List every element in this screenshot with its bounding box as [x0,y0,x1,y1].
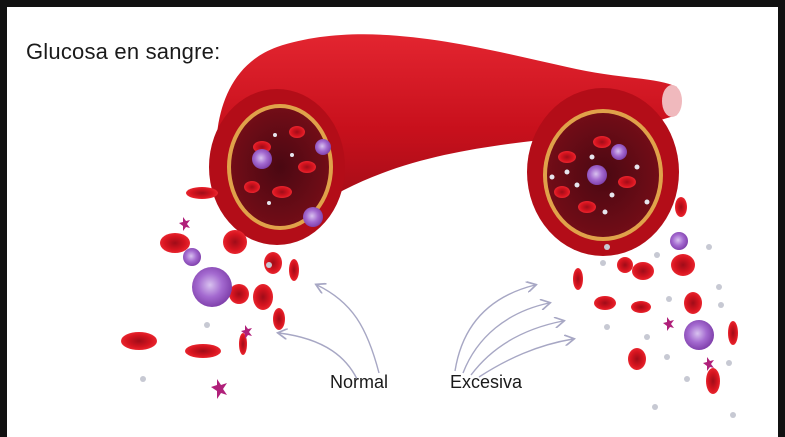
platelet [703,357,714,371]
arrow [470,321,563,376]
platelet [241,325,252,339]
white-blood-cell [684,320,714,350]
white-blood-cell [670,232,688,250]
red-blood-cell [223,230,247,254]
glucose-molecule [644,334,650,340]
white-blood-cell [192,267,232,307]
cross-section-normal [209,89,345,245]
vessel-end-cap [662,85,682,117]
red-blood-cell [594,296,616,310]
platelet [179,217,190,231]
red-blood-cell [185,344,221,358]
red-blood-cell [706,368,720,394]
red-blood-cell [628,348,646,370]
glucose-molecule [604,324,610,330]
platelet [211,379,227,399]
glucose-molecule [600,260,606,266]
glucose-molecule [654,252,660,258]
red-blood-cell [273,308,285,330]
red-blood-cell [684,292,702,314]
glucose-molecule [726,360,732,366]
arrow [454,285,535,372]
glucose-molecule [204,322,210,328]
arrows-excess [454,285,573,378]
glucose-molecule [730,412,736,418]
red-blood-cell [631,301,651,313]
red-blood-cell [121,332,157,350]
red-blood-cell [617,257,633,273]
glucose-molecule [652,404,658,410]
arrows-normal [279,285,380,380]
scattered-cells-excess [573,197,738,418]
label-normal: Normal [330,372,389,392]
red-blood-cell [728,321,738,345]
red-blood-cell [253,284,273,310]
blood-vessel-illustration [121,34,738,418]
platelet [663,317,674,331]
glucose-molecule [716,284,722,290]
glucose-molecule [718,302,724,308]
arrow [317,285,380,374]
red-blood-cell [229,284,249,304]
glucose-molecule [664,354,670,360]
arrow [279,333,358,380]
red-blood-cell [264,252,282,274]
glucose-molecule [140,376,146,382]
red-blood-cell [671,254,695,276]
diagram-panel: Glucosa en sangre: [7,7,778,437]
glucose-molecule [666,296,672,302]
diagram-title: Glucosa en sangre: [26,39,221,64]
label-excess: Excesiva [450,372,523,392]
arrow [462,303,549,374]
red-blood-cell [289,259,299,281]
arrow [478,339,573,378]
red-blood-cell [675,197,687,217]
glucose-molecule [266,262,272,268]
white-blood-cell [183,248,201,266]
scattered-cells-normal [121,187,299,399]
glucose-molecule [604,244,610,250]
red-blood-cell [186,187,218,199]
glucose-molecule [684,376,690,382]
glucose-molecule [706,244,712,250]
red-blood-cell [160,233,190,253]
red-blood-cell [573,268,583,290]
cross-section-excess [527,88,679,256]
red-blood-cell [632,262,654,280]
